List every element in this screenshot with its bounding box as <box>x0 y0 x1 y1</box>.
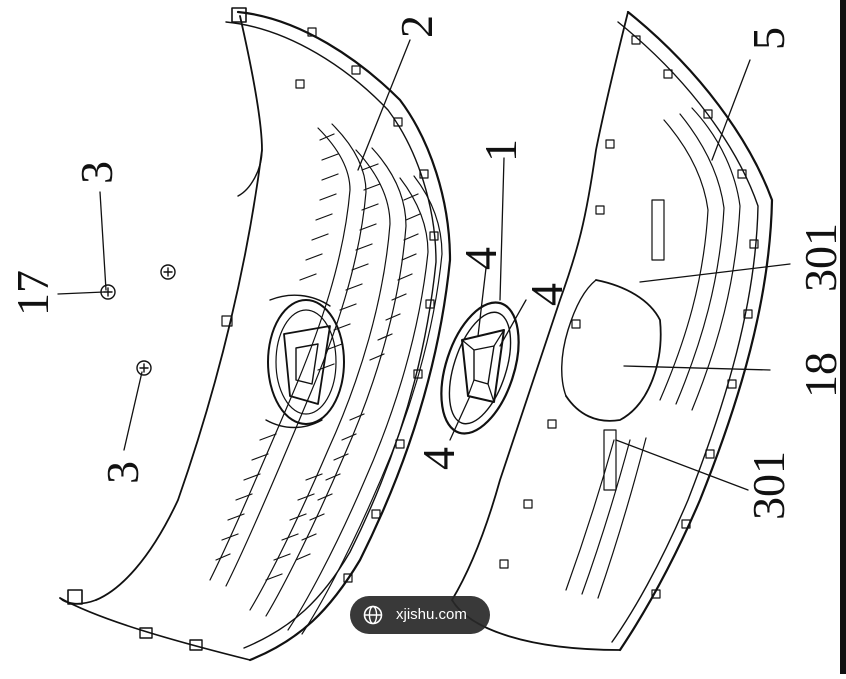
rear-support-panel <box>451 10 774 652</box>
callout-1: 1 <box>475 139 526 162</box>
leader-lines <box>57 39 791 491</box>
rear-panel-slots <box>565 107 741 599</box>
callout-labels: 2 3 17 3 1 4 4 4 5 301 18 301 <box>7 15 846 520</box>
watermark-badge[interactable]: xjishu.com <box>350 596 490 634</box>
emblem-part <box>440 301 520 435</box>
callout-4-top: 4 <box>455 247 506 270</box>
callout-18: 18 <box>795 352 846 398</box>
grille-emblem-mount <box>265 294 345 429</box>
callout-4-bottom: 4 <box>413 447 464 470</box>
callout-301-upper: 301 <box>795 223 846 292</box>
callout-3-lower: 3 <box>97 461 148 484</box>
callout-301-lower: 301 <box>743 451 794 520</box>
front-grille-assembly <box>59 7 452 662</box>
watermark-text: xjishu.com <box>396 606 467 623</box>
grille-mesh-band-lower <box>287 175 443 635</box>
grille-mesh-band-middle <box>249 147 407 617</box>
fastener-upper <box>160 264 176 280</box>
rear-panel-clips <box>499 35 759 599</box>
callout-4-right: 4 <box>521 283 572 306</box>
grille-mesh-band-upper <box>209 123 367 587</box>
callout-2: 2 <box>391 15 442 38</box>
globe-icon <box>363 605 383 625</box>
callout-5: 5 <box>743 27 794 50</box>
frame-clips <box>221 27 439 583</box>
callout-3-upper: 3 <box>71 161 122 184</box>
fastener-lower <box>136 360 152 376</box>
callout-17: 17 <box>7 270 58 316</box>
page-right-border <box>840 0 846 674</box>
